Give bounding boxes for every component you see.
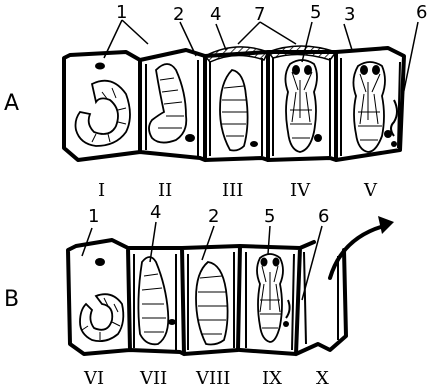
cell-a-v [353, 62, 397, 152]
cell-a-ii [149, 64, 195, 143]
egg-mark [95, 63, 105, 70]
mite-trail [391, 100, 397, 136]
egg-mark-b [95, 258, 105, 266]
cell-b-x [330, 216, 394, 278]
cell-b-viii [196, 262, 228, 345]
row-label-a: A [4, 91, 19, 116]
callout-b-5: 5 [264, 206, 275, 227]
cell-a-iii [220, 70, 258, 151]
larva-curled-b [80, 294, 123, 341]
cell-label-iv: IV [290, 180, 311, 201]
prepupa-b [196, 262, 228, 345]
row-b: B [4, 202, 394, 387]
callout-a-5: 5 [310, 2, 321, 23]
feces-mark [185, 134, 195, 142]
emerge-arrow-head [378, 216, 394, 234]
cell-label-x: X [316, 368, 329, 387]
larva-curled [76, 81, 131, 146]
row-a: A [4, 2, 427, 201]
cell-label-i: I [98, 180, 105, 201]
cell-a-i [76, 63, 131, 147]
callout-a-1: 1 [116, 2, 127, 23]
wax-cap-iii [205, 47, 268, 62]
pupa-v [353, 62, 385, 152]
callout-b-2: 2 [208, 206, 219, 227]
callout-b-1: 1 [88, 206, 99, 227]
cell-b-vii [138, 257, 176, 344]
prepupa [220, 70, 248, 151]
cell-a-iv [285, 60, 322, 152]
cell-label-vii: VII [139, 368, 167, 387]
cell-b-vi [80, 258, 123, 341]
callout-a-6: 6 [416, 2, 427, 23]
cell-label-ix: IX [262, 368, 282, 387]
cell-label-iii: III [222, 180, 243, 201]
callout-a-4: 4 [210, 4, 221, 25]
callout-a-7: 7 [254, 4, 265, 25]
cell-b-ix [257, 254, 290, 342]
row-label-b: B [4, 287, 19, 312]
wax-cap-iv [268, 46, 336, 60]
callout-b-6: 6 [318, 206, 329, 227]
cell-label-ii: II [158, 180, 172, 201]
callout-a-2: 2 [173, 4, 184, 25]
cell-label-vi: VI [83, 368, 104, 387]
cell-label-v: V [363, 180, 378, 201]
callout-a-3: 3 [344, 4, 355, 25]
callout-b-4: 4 [150, 202, 161, 223]
cell-label-viii: VIII [195, 368, 230, 387]
larva-stretched-b [138, 257, 168, 344]
